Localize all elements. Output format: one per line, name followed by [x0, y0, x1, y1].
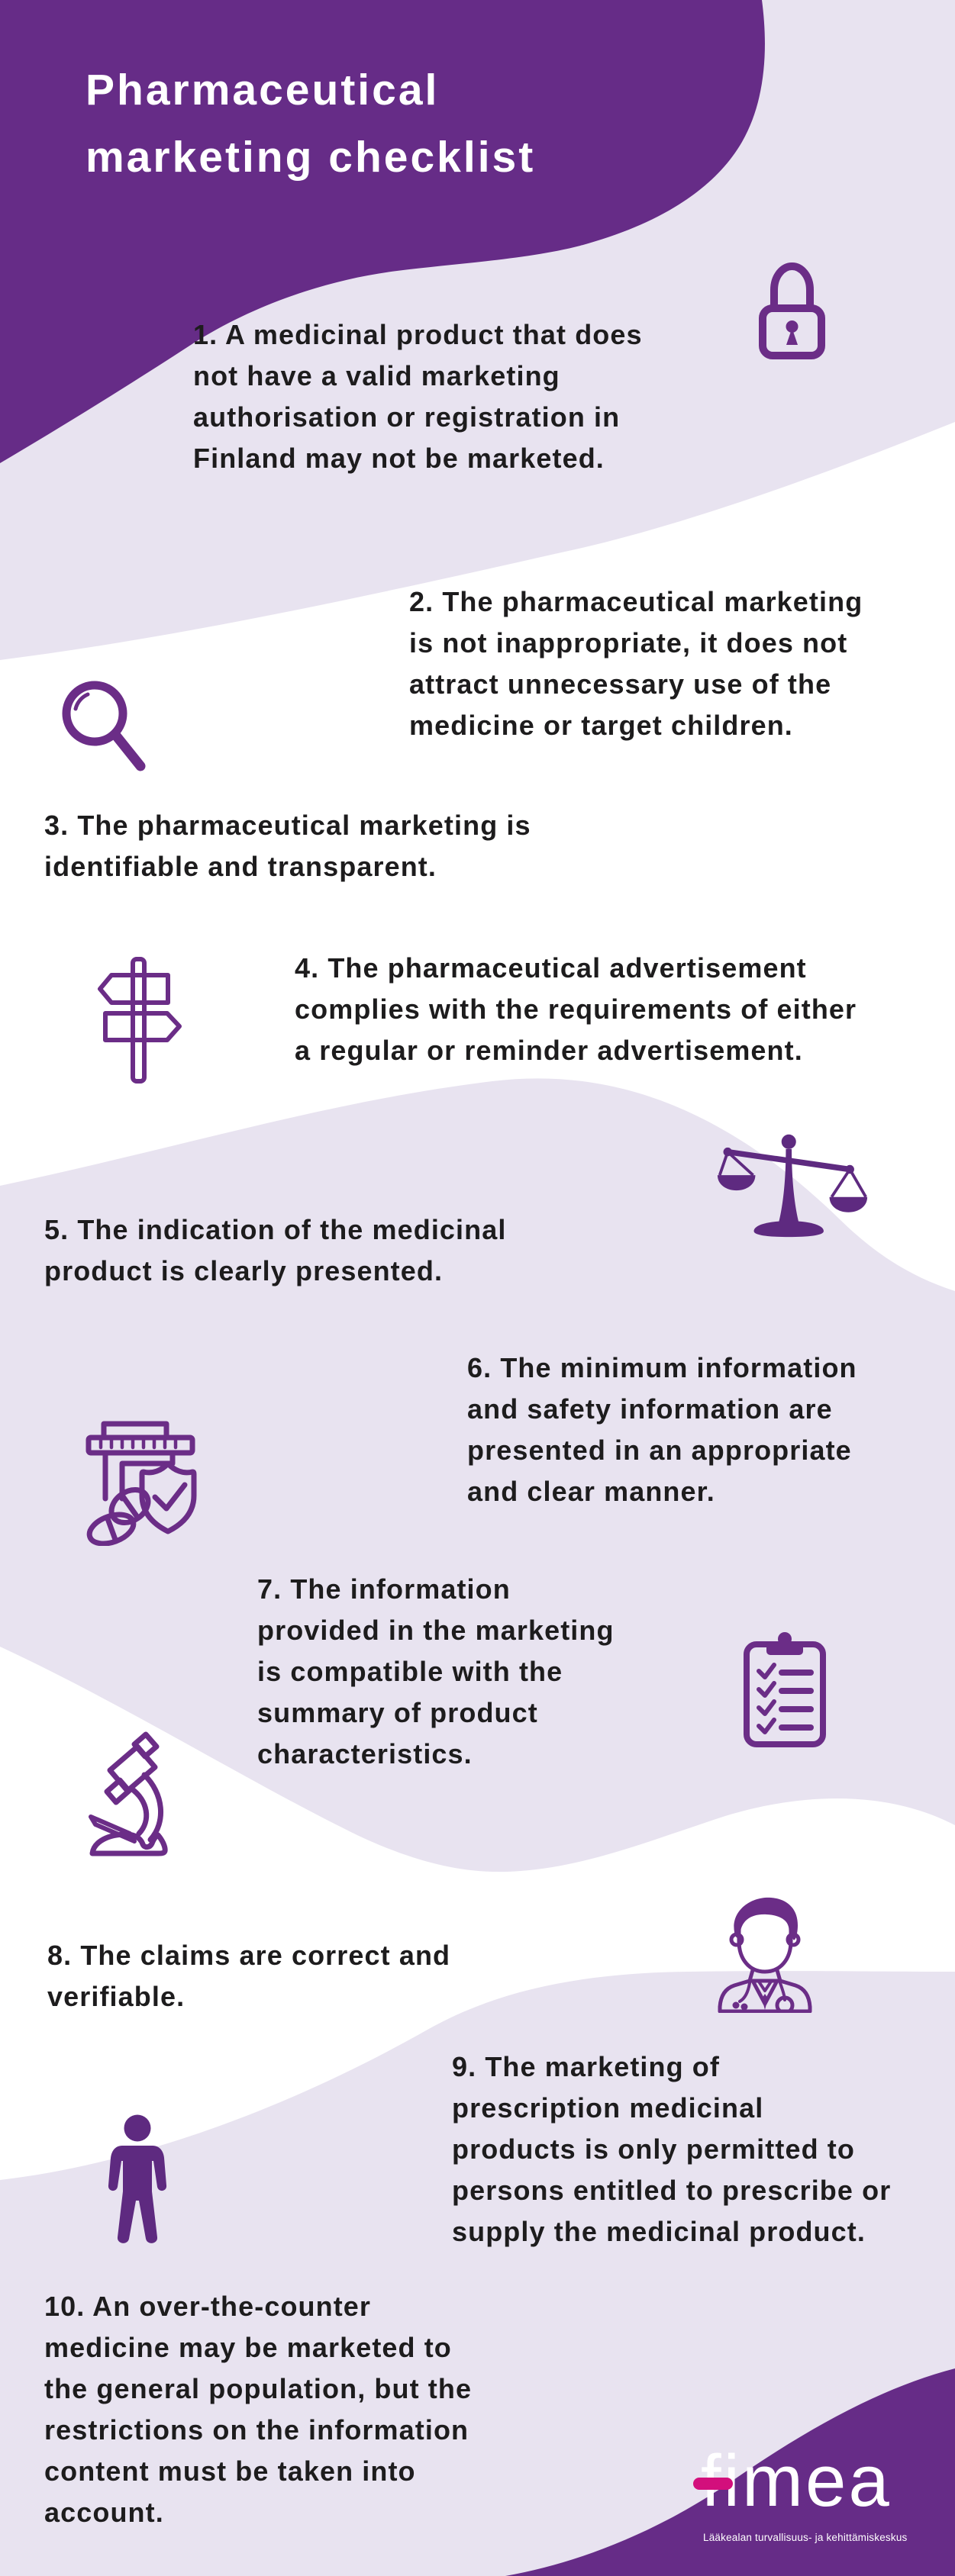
fimea-logo-pink-dash-icon: [693, 2478, 733, 2490]
scales-icon: [717, 1134, 868, 1238]
checklist-item-1: 1. A medicinal product that does not hav…: [193, 319, 643, 474]
checklist-item-4: 4. The pharmaceutical advertisement comp…: [295, 952, 857, 1066]
checklist-item-2: 2. The pharmaceutical marketing is not i…: [409, 586, 863, 741]
microscope-icon: [89, 1731, 168, 1856]
checklist-item-5: 5. The indication of the medicinal produ…: [44, 1214, 507, 1286]
doctor-icon: [718, 1897, 812, 2013]
white-wave-band-bottom: [0, 1647, 955, 2180]
magnifier-icon: [62, 681, 146, 771]
white-wave-band-top: [0, 422, 955, 1291]
person-icon: [108, 2114, 167, 2243]
page-title: Pharmaceutical marketing checklist: [85, 66, 536, 182]
checklist-item-9: 9. The marketing of prescription medicin…: [452, 2051, 892, 2247]
header-blob: [0, 0, 765, 463]
checklist-item-7: 7. The information provided in the marke…: [257, 1573, 615, 1769]
footer-blob: [505, 2368, 955, 2576]
clipboard-checklist-icon: [744, 1632, 826, 1747]
fimea-logo-tagline: Lääkealan turvallisuus- ja kehittämiskes…: [703, 2532, 908, 2543]
checklist-item-6: 6. The minimum information and safety in…: [467, 1352, 857, 1507]
signpost-icon: [98, 957, 182, 1084]
lock-icon: [759, 262, 825, 359]
medicine-shield-icon: [85, 1421, 197, 1546]
checklist-item-3: 3. The pharmaceutical marketing is ident…: [44, 810, 531, 882]
checklist-item-10: 10. An over-the-counter medicine may be …: [44, 2291, 473, 2528]
checklist-item-8: 8. The claims are correct and verifiable…: [47, 1940, 451, 2012]
